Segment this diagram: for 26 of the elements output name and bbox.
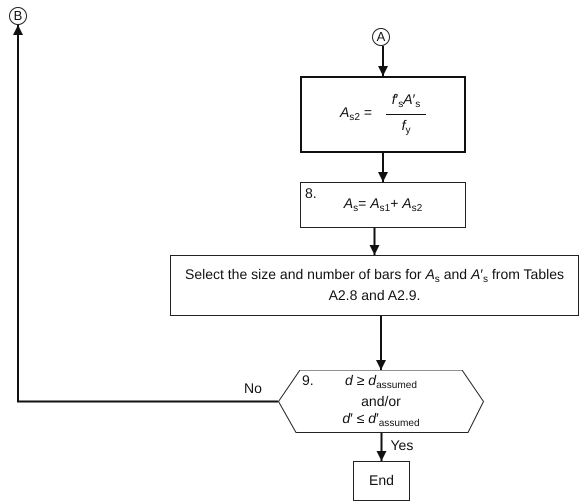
- arrow: [378, 153, 388, 182]
- formula-text: A$_{s}$= A$_{s1}$+ A$_{s2}$: [344, 194, 422, 216]
- numerator-text: f′$_{s}$A′$_{s}$: [392, 91, 420, 112]
- process-box: [300, 76, 466, 153]
- condition-text: and/or: [361, 392, 401, 410]
- step-text: End: [369, 472, 394, 490]
- arrow: [370, 228, 380, 255]
- step-number: 8.: [305, 185, 317, 202]
- connector-letter: A: [376, 28, 386, 46]
- step-text: Select the size and number of bars for A$_{s}$ and A′$_{s}$ from Tables A2.8 and A2.9.: [184, 266, 565, 305]
- process-box: [170, 255, 579, 316]
- connector-circle: [372, 28, 390, 46]
- denominator-text: f$_{y}$: [402, 117, 410, 138]
- process-box: [353, 461, 410, 501]
- process-box: [300, 182, 466, 228]
- connector-circle: [9, 7, 27, 25]
- arrow: [13, 25, 278, 402]
- arrow: [378, 46, 388, 76]
- condition-text: d ≥ d$_{assumed}$: [345, 372, 417, 393]
- arrow: [376, 433, 386, 461]
- step-number: 9.: [302, 372, 314, 390]
- condition-text: d′ ≤ d′$_{assumed}$: [342, 410, 420, 431]
- edge-label: Yes: [390, 437, 414, 453]
- formula-text: A$_{s2}$ =: [340, 104, 372, 125]
- arrow: [376, 316, 386, 370]
- connector-letter: B: [14, 8, 22, 24]
